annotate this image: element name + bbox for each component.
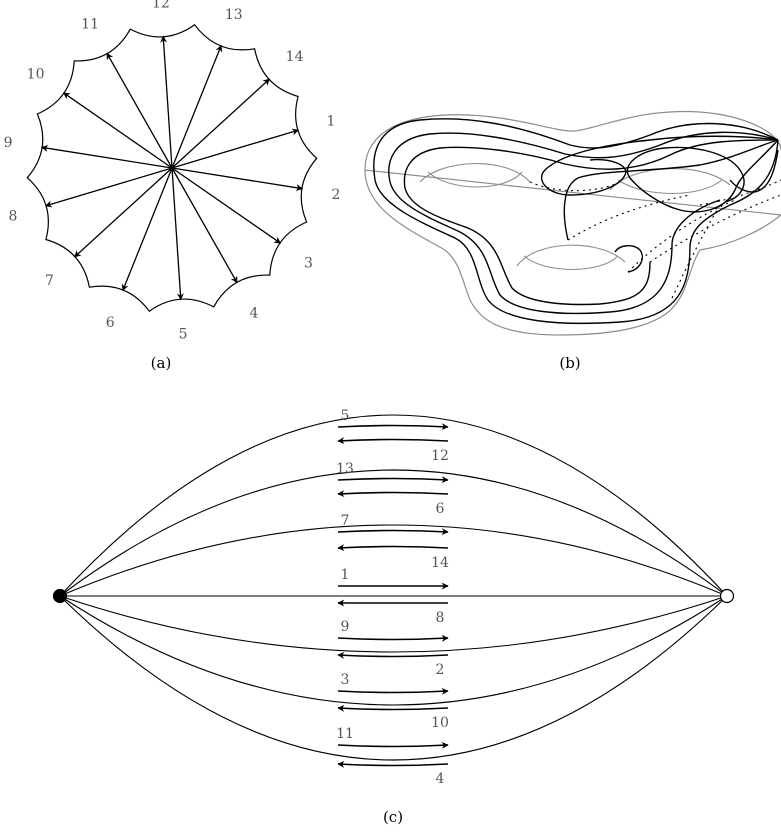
edge-arc [59, 595, 728, 653]
radial-arrow-10 [62, 92, 173, 169]
edge-arc [59, 414, 728, 597]
side-label: 9 [4, 135, 13, 151]
arrow-left-14 [337, 544, 449, 552]
arrow-label-top: 13 [336, 461, 354, 477]
arrow-label-top: 9 [341, 619, 350, 635]
arrow-label-top: 1 [341, 567, 350, 583]
arrow-left-12 [337, 437, 449, 445]
arrow-label-bottom: 4 [436, 771, 445, 787]
arrow-left-4 [337, 760, 449, 768]
radial-arrow-3 [171, 167, 282, 244]
panel-c-arrows [337, 423, 449, 768]
panel-b-surface-diagram: (b) [364, 110, 781, 372]
dotted-curve-3 [627, 199, 736, 273]
side-label: 5 [179, 327, 188, 343]
dotted-curve-2 [567, 194, 691, 241]
arrow-right-3 [337, 687, 449, 695]
arrow-left-2 [337, 651, 449, 659]
radial-arrow-14 [171, 78, 271, 169]
side-label: 14 [286, 49, 304, 65]
radial-arrow-4 [171, 167, 238, 284]
curve-down-left [563, 139, 779, 241]
arrow-label-bottom: 8 [436, 610, 445, 626]
arrow-label-top: 5 [341, 408, 350, 424]
arrow-label-bottom: 14 [431, 555, 449, 571]
arrow-right-13 [337, 476, 449, 484]
panel-c-arrow-labels: 5 12 13 6 7 14 1 8 9 2 3 10 11 4 [336, 408, 449, 787]
radial-arrow-6 [121, 167, 173, 292]
right-hole-lower-arc [617, 179, 723, 194]
radial-arrow-7 [73, 167, 173, 258]
arrow-right-11 [337, 741, 449, 749]
side-label: 10 [27, 66, 45, 82]
arrow-label-top: 11 [336, 726, 354, 742]
panel-c-graph-diagram: 5 12 13 6 7 14 1 8 9 2 3 10 11 4 (c) [52, 408, 735, 826]
dotted-curve-4 [671, 204, 721, 299]
radial-arrow-12 [160, 35, 173, 169]
curve-hook-left [540, 135, 779, 196]
side-label: 2 [331, 187, 340, 203]
edge-arc [59, 524, 728, 597]
edge-arc [59, 469, 728, 597]
curve-inner [403, 139, 779, 306]
panel-c-caption: (c) [383, 808, 403, 826]
curve-middle [388, 131, 779, 315]
concave-polygon-boundary [26, 23, 318, 313]
panel-b-caption: (b) [559, 354, 580, 372]
side-label: 13 [225, 7, 243, 23]
arrow-right-7 [337, 528, 449, 536]
radial-arrow-8 [44, 167, 173, 208]
edge-arc [59, 595, 728, 706]
curve-small-loop [729, 149, 779, 193]
bottom-hole-lower-arc [523, 255, 619, 270]
side-label: 3 [304, 256, 313, 272]
arrow-label-top: 7 [341, 513, 350, 529]
panel-a-caption: (a) [151, 354, 172, 372]
bottom-hole-arc [516, 244, 626, 267]
radial-arrow-13 [171, 44, 223, 169]
arrow-label-bottom: 6 [436, 501, 445, 517]
side-label: 1 [327, 113, 336, 129]
side-label: 12 [152, 0, 170, 11]
radial-arrow-2 [171, 167, 304, 192]
hollow-vertex [719, 588, 735, 604]
side-label: 11 [81, 17, 99, 33]
arrow-left-10 [337, 704, 449, 712]
dotted-curve-1 [529, 181, 621, 192]
side-label: 4 [249, 305, 258, 321]
edge-arc [59, 595, 728, 761]
panel-c-edges [59, 414, 728, 761]
filled-vertex [52, 588, 68, 604]
panel-a-arrows [40, 35, 304, 301]
curve-bottom-hook [614, 245, 644, 273]
surface-outer-boundary [364, 110, 781, 336]
arrow-left-6 [337, 490, 449, 498]
arrow-label-top: 3 [341, 672, 350, 688]
curve-loop-right [626, 139, 779, 213]
arrow-label-bottom: 12 [431, 448, 449, 464]
radial-arrow-9 [40, 144, 173, 169]
radial-arrow-5 [171, 167, 184, 301]
arrow-label-bottom: 10 [431, 715, 449, 731]
side-label: 8 [9, 209, 18, 225]
side-label: 6 [106, 315, 115, 331]
left-hole-lower-arc [427, 171, 523, 188]
radial-arrow-1 [171, 128, 300, 169]
arrow-right-9 [337, 634, 449, 642]
arrow-right-5 [337, 423, 449, 431]
arrow-label-bottom: 2 [436, 662, 445, 678]
radial-arrow-11 [106, 52, 173, 169]
side-label: 7 [45, 273, 54, 289]
